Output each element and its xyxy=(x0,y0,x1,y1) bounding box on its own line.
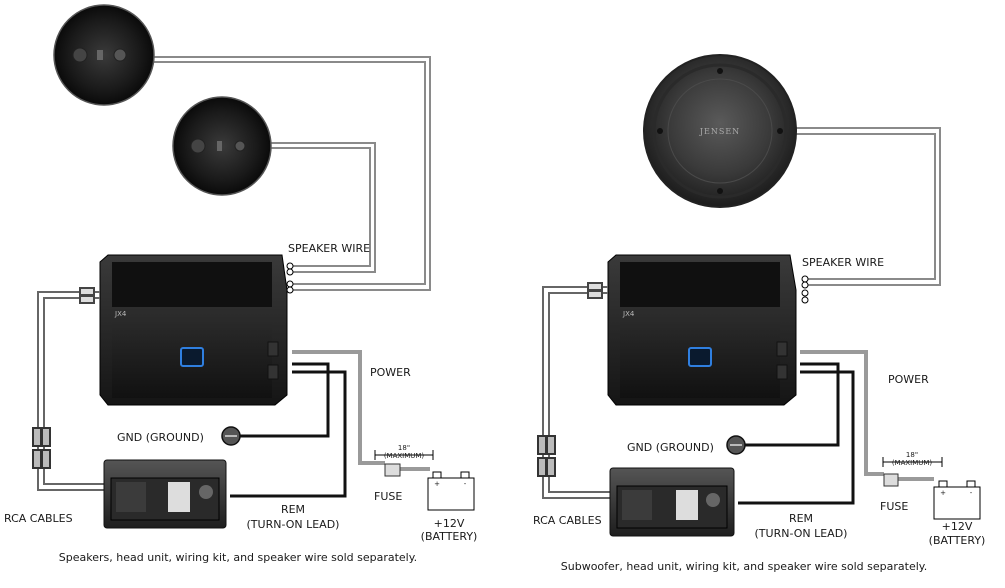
right-diagram: JENSEN JX4 xyxy=(533,54,986,573)
right-label-gnd: GND (GROUND) xyxy=(627,441,714,454)
right-power-wire xyxy=(800,350,934,481)
left-rca-cables xyxy=(32,287,104,491)
left-label-battery-line1: +12V xyxy=(434,517,465,530)
left-label-fuse: FUSE xyxy=(374,490,402,503)
right-battery-plus: + xyxy=(940,489,946,497)
left-head-unit xyxy=(103,459,227,529)
subwoofer-logo: JENSEN xyxy=(699,127,740,136)
left-ground-terminal xyxy=(221,426,241,446)
amp-logo-glow xyxy=(688,347,712,367)
left-label-battery-line2: (BATTERY) xyxy=(421,530,478,543)
right-ground-wire xyxy=(745,362,840,447)
svg-text:JX4: JX4 xyxy=(622,310,635,318)
left-label-rem-line1: REM xyxy=(281,503,305,516)
left-fuse xyxy=(384,463,401,477)
right-ground-terminal xyxy=(726,435,746,455)
left-rem-wire xyxy=(230,370,347,498)
right-rem-wire xyxy=(738,370,855,505)
left-battery-minus: - xyxy=(464,480,467,488)
left-diagram: JX4 xyxy=(4,4,478,564)
right-battery-minus: - xyxy=(970,489,973,497)
right-label-battery-line2: (BATTERY) xyxy=(929,534,986,547)
svg-text:JX4: JX4 xyxy=(114,310,127,318)
right-label-rca: RCA CABLES xyxy=(533,514,602,527)
right-speaker-terminals xyxy=(801,275,809,304)
right-rca-cables xyxy=(537,282,610,499)
left-label-fuse-dist-line1: 18" xyxy=(398,444,410,452)
left-speaker-top xyxy=(53,4,155,106)
left-fuse-distance xyxy=(374,450,434,460)
left-label-rem-line2: (TURN-ON LEAD) xyxy=(247,518,340,531)
left-caption: Speakers, head unit, wiring kit, and spe… xyxy=(59,551,417,564)
right-head-unit xyxy=(609,467,735,537)
right-caption: Subwoofer, head unit, wiring kit, and sp… xyxy=(561,560,927,573)
left-battery-plus: + xyxy=(434,480,440,488)
left-label-gnd: GND (GROUND) xyxy=(117,431,204,444)
right-label-power: POWER xyxy=(888,373,929,386)
left-ground-wire xyxy=(240,362,330,438)
right-label-battery-line1: +12V xyxy=(942,520,973,533)
right-battery xyxy=(933,480,981,520)
left-speaker-bottom xyxy=(172,96,272,196)
amp-logo-glow xyxy=(180,347,204,367)
right-label-rem-line2: (TURN-ON LEAD) xyxy=(755,527,848,540)
right-label-speaker-wire: SPEAKER WIRE xyxy=(802,256,884,269)
left-power-wire xyxy=(292,350,430,471)
right-amplifier: JX4 xyxy=(607,254,797,406)
right-fuse-distance xyxy=(882,457,943,467)
left-speaker-wires xyxy=(152,56,431,291)
right-label-fuse-dist-line2: (MAXIMUM) xyxy=(892,459,933,467)
left-label-fuse-dist-line2: (MAXIMUM) xyxy=(384,452,425,460)
right-label-fuse-dist-line1: 18" xyxy=(906,451,918,459)
right-label-rem-line1: REM xyxy=(789,512,813,525)
left-label-power: POWER xyxy=(370,366,411,379)
left-label-rca: RCA CABLES xyxy=(4,512,73,525)
right-subwoofer: JENSEN xyxy=(643,54,797,208)
left-amplifier: JX4 xyxy=(99,254,288,406)
left-label-speaker-wire: SPEAKER WIRE xyxy=(288,242,370,255)
right-label-fuse: FUSE xyxy=(880,500,908,513)
right-fuse xyxy=(883,473,899,487)
right-speaker-wires xyxy=(790,127,941,286)
left-battery xyxy=(427,471,475,511)
left-speaker-terminals xyxy=(286,262,294,294)
